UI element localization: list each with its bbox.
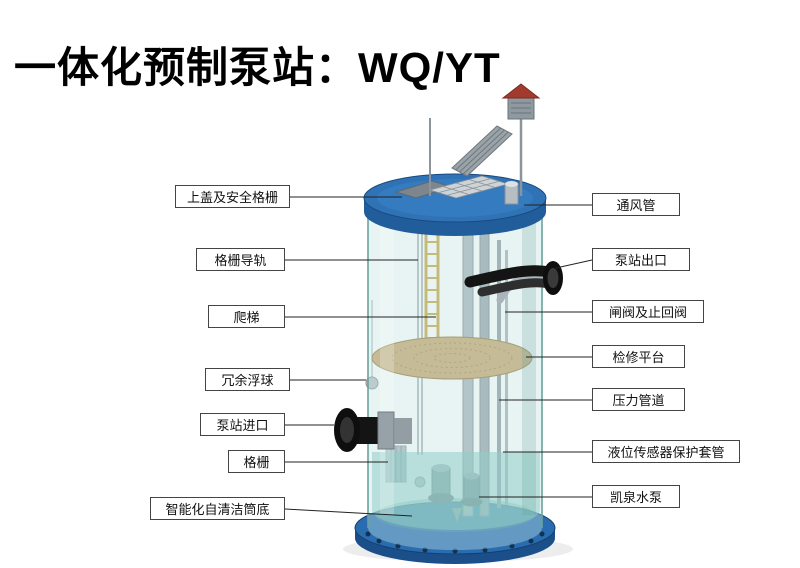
vent-house bbox=[501, 83, 541, 120]
roof-structures bbox=[429, 83, 541, 196]
tank-body bbox=[367, 207, 543, 550]
label-redundant-float: 冗余浮球 bbox=[205, 368, 290, 391]
inlet-pipe bbox=[334, 408, 412, 452]
label-station-inlet: 泵站进口 bbox=[200, 413, 285, 436]
vent-pipe bbox=[504, 181, 519, 205]
leader-lines bbox=[284, 196, 593, 517]
label-vent-pipe: 通风管 bbox=[592, 193, 680, 216]
water bbox=[372, 452, 540, 530]
label-sensor-sleeve: 液位传感器保护套管 bbox=[592, 440, 740, 463]
label-ladder: 爬梯 bbox=[208, 305, 285, 328]
base-bolts bbox=[365, 531, 545, 554]
leader-outlet bbox=[555, 259, 593, 269]
tank-internals bbox=[365, 222, 540, 532]
label-self-cleaning-bottom: 智能化自清洁筒底 bbox=[150, 497, 285, 520]
label-pressure-pipe: 压力管道 bbox=[592, 388, 685, 411]
outlet-pipe bbox=[464, 261, 563, 304]
label-top-cover-safety-grille: 上盖及安全格栅 bbox=[175, 185, 290, 208]
tank-lid bbox=[363, 173, 547, 236]
label-kaiquan-pump: 凯泉水泵 bbox=[592, 485, 680, 508]
louver-panel bbox=[451, 125, 513, 177]
outlet-flange bbox=[543, 261, 563, 295]
label-maintenance-platform: 检修平台 bbox=[592, 345, 685, 368]
page-title: 一体化预制泵站：WQ/YT bbox=[14, 44, 501, 92]
label-grille: 格栅 bbox=[228, 450, 285, 473]
inlet-flange bbox=[334, 408, 360, 452]
label-station-outlet: 泵站出口 bbox=[592, 248, 690, 271]
label-gate-check-valves: 闸阀及止回阀 bbox=[592, 300, 704, 323]
label-grille-guide-rail: 格栅导轨 bbox=[196, 248, 285, 271]
leader-bottom bbox=[284, 508, 413, 517]
maintenance-platform bbox=[371, 336, 533, 380]
